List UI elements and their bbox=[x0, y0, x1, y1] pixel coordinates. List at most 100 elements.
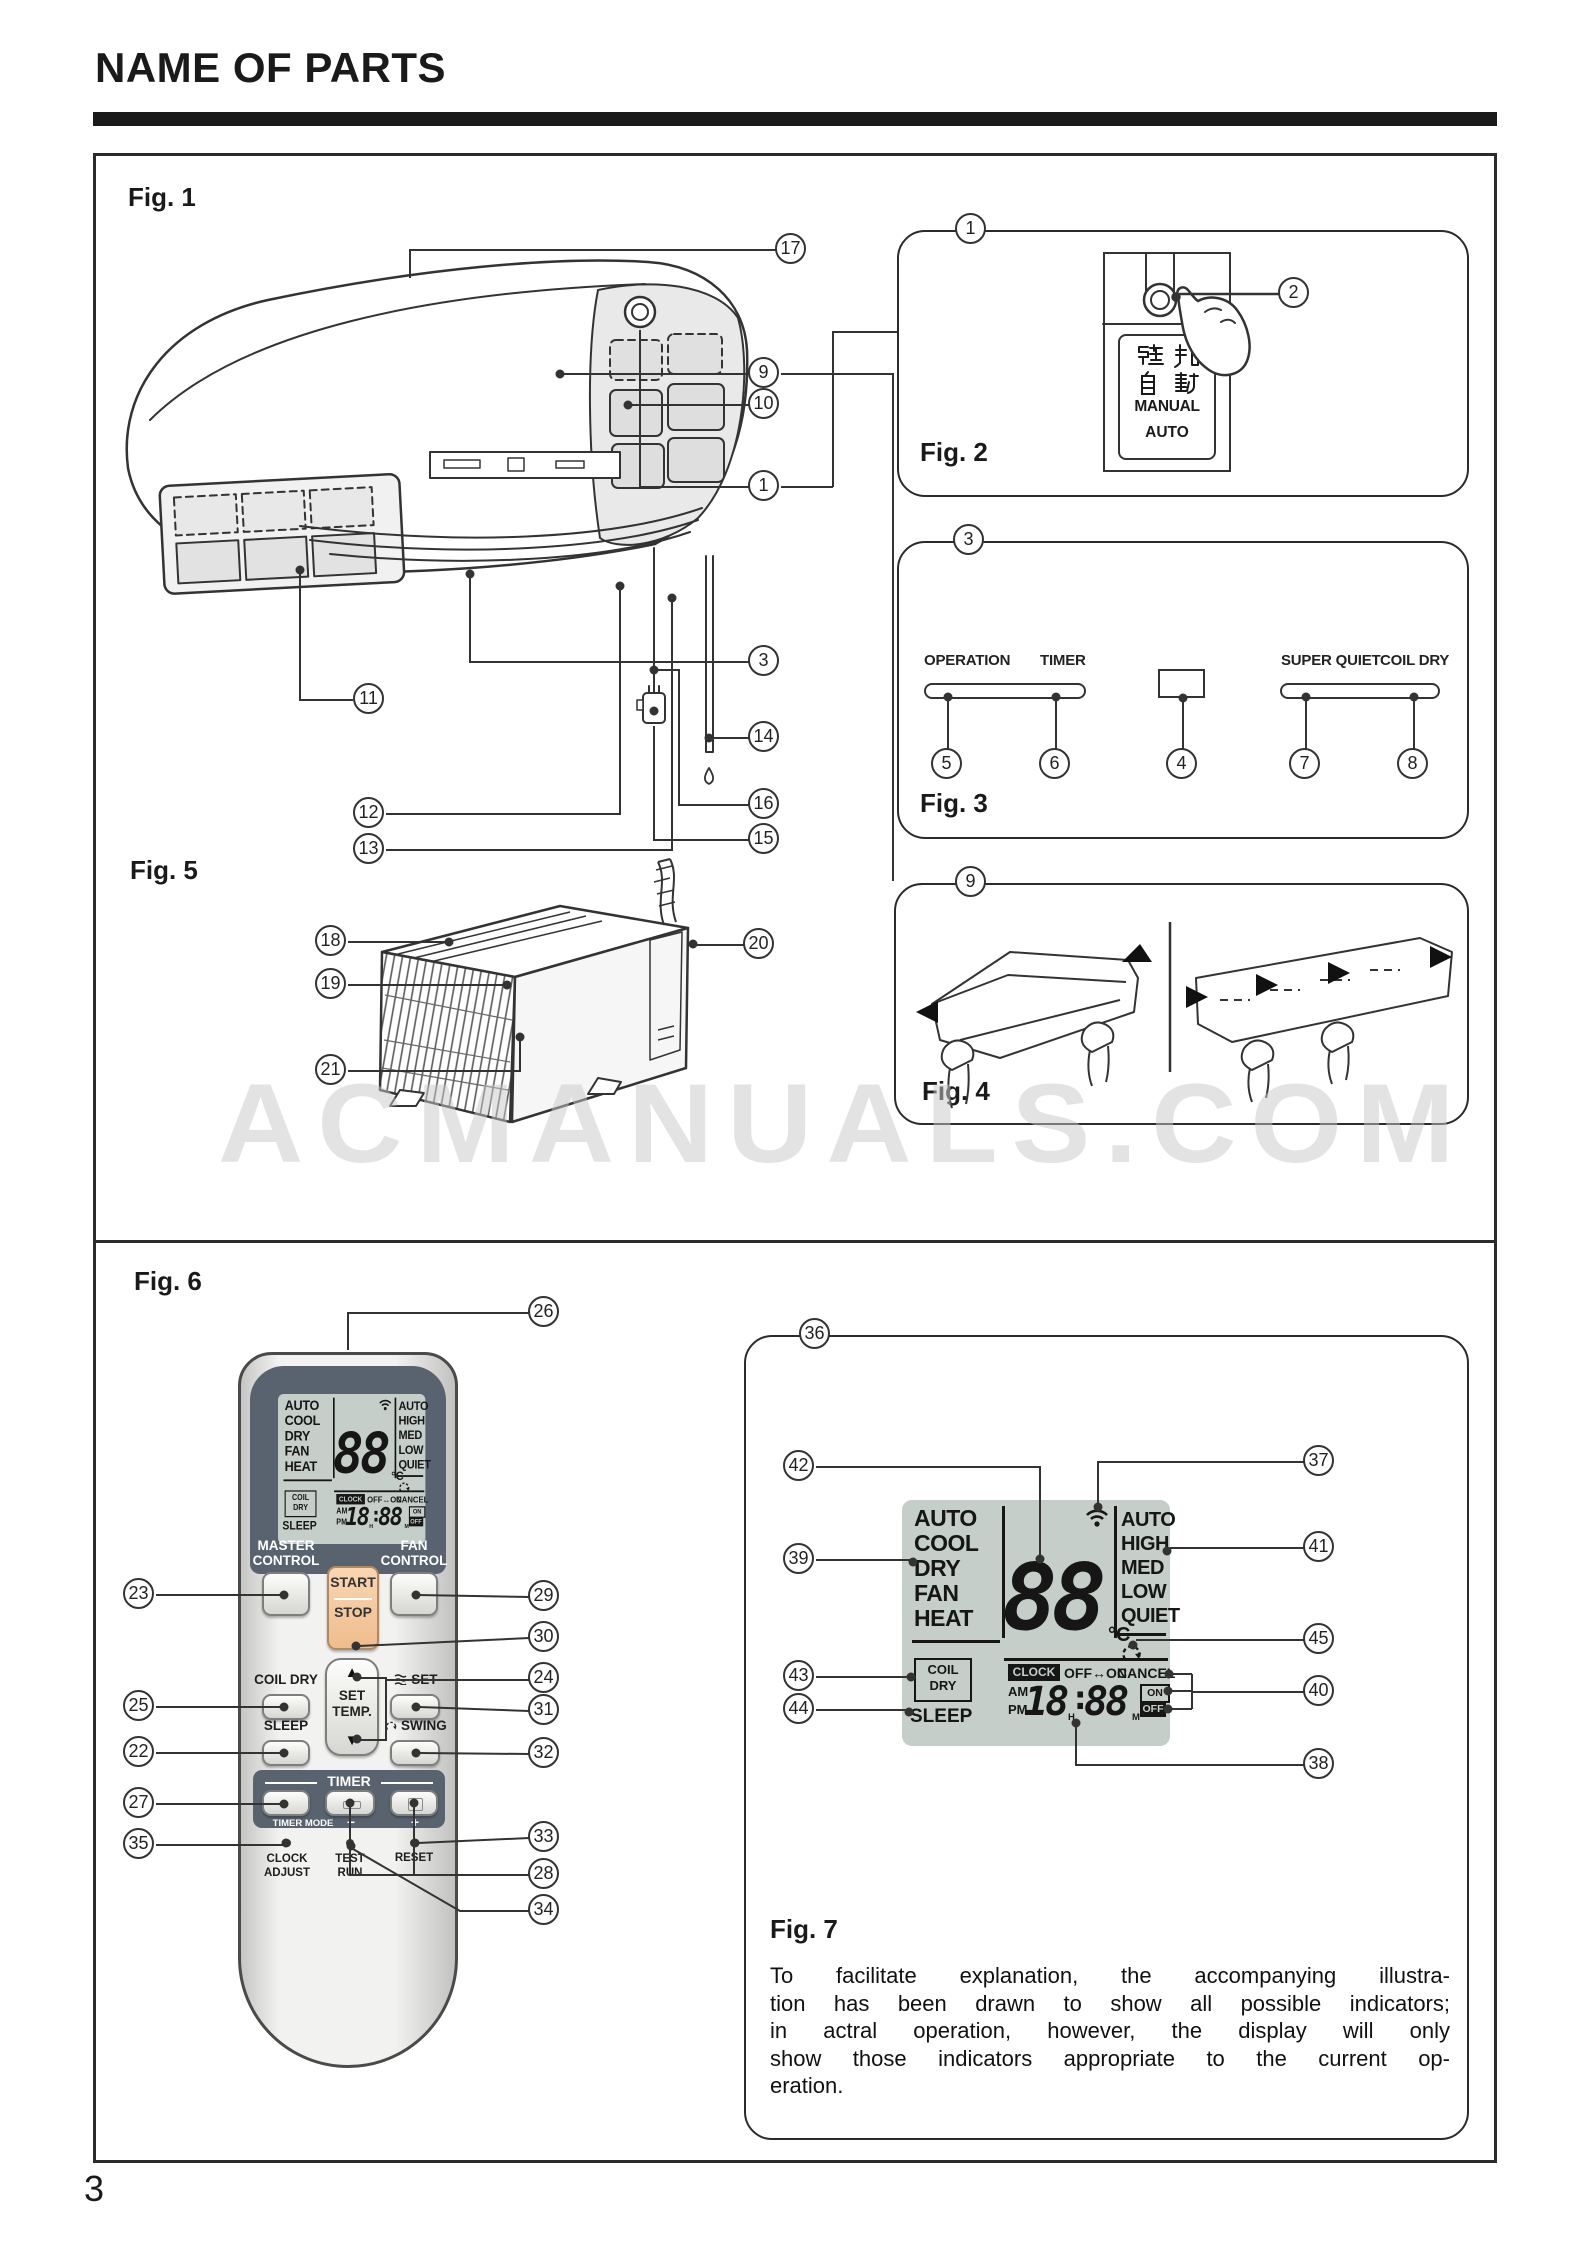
fig7-note: To facilitate explanation, the accompany… bbox=[770, 1962, 1450, 2100]
lcd-mode-cool: COOL bbox=[284, 1412, 321, 1429]
lcd7-clock-chip: CLOCK bbox=[1008, 1664, 1060, 1681]
note-line: in actral operation, however, the displa… bbox=[770, 2018, 1450, 2043]
note-line: To facilitate explanation, the accompany… bbox=[770, 1963, 1450, 1988]
lcd-divider bbox=[333, 1397, 335, 1479]
reset-button bbox=[410, 1839, 418, 1847]
lcd7-underline bbox=[912, 1640, 1000, 1643]
callout-40: 40 bbox=[1303, 1675, 1334, 1706]
callout-6: 6 bbox=[1039, 748, 1070, 779]
lcd-am: AM bbox=[336, 1506, 348, 1516]
set-button-label: SET bbox=[411, 1672, 438, 1687]
lcd-off-chip: OFF bbox=[408, 1517, 424, 1527]
lcd-mode-fan: FAN bbox=[284, 1442, 310, 1459]
lcd7-mode-fan: FAN bbox=[914, 1580, 959, 1606]
receiver-window bbox=[1158, 669, 1205, 698]
coil-dry-button bbox=[262, 1694, 310, 1720]
lcd-mode-auto: AUTO bbox=[284, 1397, 320, 1413]
quiet-coil-dry-lamp-window bbox=[1280, 683, 1440, 699]
callout-14: 14 bbox=[748, 721, 779, 752]
lcd7-divider-2 bbox=[1114, 1506, 1117, 1638]
callout-36: 36 bbox=[799, 1318, 830, 1349]
lcd7-fan-low: LOW bbox=[1121, 1581, 1167, 1603]
callout-9: 9 bbox=[748, 357, 779, 388]
lcd7-fan-underline bbox=[1119, 1633, 1166, 1636]
set-temp-label-2: TEMP. bbox=[332, 1704, 372, 1719]
swing-button-label: SWING bbox=[401, 1718, 447, 1733]
lcd-divider-2 bbox=[394, 1397, 397, 1479]
sleep-button-label: SLEEP bbox=[263, 1718, 309, 1733]
timer-plus-label: + bbox=[410, 1814, 420, 1830]
watermark: ACMANUALS.COM bbox=[218, 1061, 1469, 1187]
lcd-mode-heat: HEAT bbox=[284, 1458, 318, 1474]
master-control-button bbox=[262, 1572, 310, 1616]
lcd-timer-divider bbox=[334, 1490, 425, 1492]
lcd7-timer-divider bbox=[1004, 1658, 1168, 1661]
callout-45: 45 bbox=[1303, 1623, 1334, 1654]
callout-34: 34 bbox=[528, 1894, 559, 1925]
lcd7-minute-mark: M bbox=[1132, 1712, 1140, 1723]
note-line: tion has been drawn to show all possible… bbox=[770, 1990, 1450, 2016]
coil-dry-indicator-label: COIL DRY bbox=[1380, 652, 1450, 669]
lcd-fan-med: MED bbox=[398, 1428, 423, 1443]
fig6-label: Fig. 6 bbox=[134, 1266, 202, 1296]
lcd-minutes: 88 bbox=[378, 1503, 403, 1532]
lcd7-coil-dry-indicator: COIL DRY bbox=[914, 1658, 972, 1702]
lcd-fan-high: HIGH bbox=[398, 1414, 425, 1428]
callout-2: 2 bbox=[1278, 277, 1309, 308]
lcd-pm: PM bbox=[336, 1517, 348, 1527]
lcd-fan-low: LOW bbox=[398, 1443, 424, 1457]
callout-25: 25 bbox=[123, 1690, 154, 1721]
callout-32: 32 bbox=[528, 1737, 559, 1768]
note-line: eration. bbox=[770, 2073, 844, 2098]
fig7-label: Fig. 7 bbox=[770, 1914, 838, 1944]
lcd-hour-mark: H bbox=[369, 1523, 374, 1531]
manual-auto-kanji-1: 強 制 bbox=[1128, 340, 1206, 369]
callout-41: 41 bbox=[1303, 1531, 1334, 1562]
lcd7-off-chip: OFF bbox=[1140, 1702, 1166, 1717]
lcd7-sleep-indicator: SLEEP bbox=[910, 1706, 973, 1727]
page-number: 3 bbox=[84, 2168, 105, 2209]
callout-8: 8 bbox=[1397, 748, 1428, 779]
lcd7-minutes: 88 bbox=[1084, 1679, 1129, 1725]
callout-33: 33 bbox=[528, 1821, 559, 1852]
lcd7-fan-high: HIGH bbox=[1121, 1533, 1170, 1555]
lcd7-mode-auto: AUTO bbox=[914, 1505, 977, 1531]
callout-31: 31 bbox=[528, 1694, 559, 1725]
callout-13: 13 bbox=[353, 833, 384, 864]
manual-label: MANUAL bbox=[1134, 398, 1200, 415]
timer-minus-button bbox=[325, 1790, 375, 1816]
test-run-label-1: TEST bbox=[335, 1853, 365, 1865]
manual-auto-kanji-2: 自 動 bbox=[1128, 368, 1206, 397]
lcd7-hours: 18 bbox=[1024, 1679, 1069, 1725]
coil-dry-button-label: COIL DRY bbox=[254, 1672, 318, 1687]
callout-38: 38 bbox=[1303, 1748, 1334, 1779]
callout-17: 17 bbox=[775, 233, 806, 264]
lcd7-dry-text: DRY bbox=[929, 1678, 957, 1693]
callout-29: 29 bbox=[528, 1580, 559, 1611]
lcd-dry-text: DRY bbox=[293, 1502, 308, 1512]
operation-timer-lamp-window bbox=[924, 683, 1086, 699]
lcd-underline bbox=[283, 1479, 332, 1482]
lower-section-frame bbox=[93, 1240, 1497, 2163]
fig2-label: Fig. 2 bbox=[920, 437, 988, 467]
lcd-on-chip: ON bbox=[408, 1506, 426, 1518]
callout-24: 24 bbox=[528, 1662, 559, 1693]
callout-30: 30 bbox=[528, 1621, 559, 1652]
callout-23: 23 bbox=[123, 1578, 154, 1609]
set-button-label-row: SET bbox=[388, 1672, 444, 1687]
transmit-signal-icon bbox=[379, 1399, 392, 1411]
note-line: show those indicators appropriate to the… bbox=[770, 2045, 1450, 2071]
lcd-temp-digits: 88 bbox=[333, 1420, 391, 1487]
lcd7-fan-quiet: QUIET bbox=[1121, 1605, 1180, 1627]
lcd-off-on: OFF↔ON bbox=[367, 1494, 402, 1505]
lcd-sleep-indicator: SLEEP bbox=[282, 1519, 317, 1533]
start-stop-divider bbox=[334, 1598, 372, 1600]
minus-icon bbox=[343, 1801, 361, 1809]
callout-35: 35 bbox=[123, 1828, 154, 1859]
timer-minus-label: − bbox=[346, 1814, 356, 1830]
plus-icon: + bbox=[408, 1798, 423, 1811]
lcd7-off-on: OFF↔ON bbox=[1064, 1665, 1127, 1681]
callout-26: 26 bbox=[528, 1296, 559, 1327]
callout-39: 39 bbox=[783, 1543, 814, 1574]
